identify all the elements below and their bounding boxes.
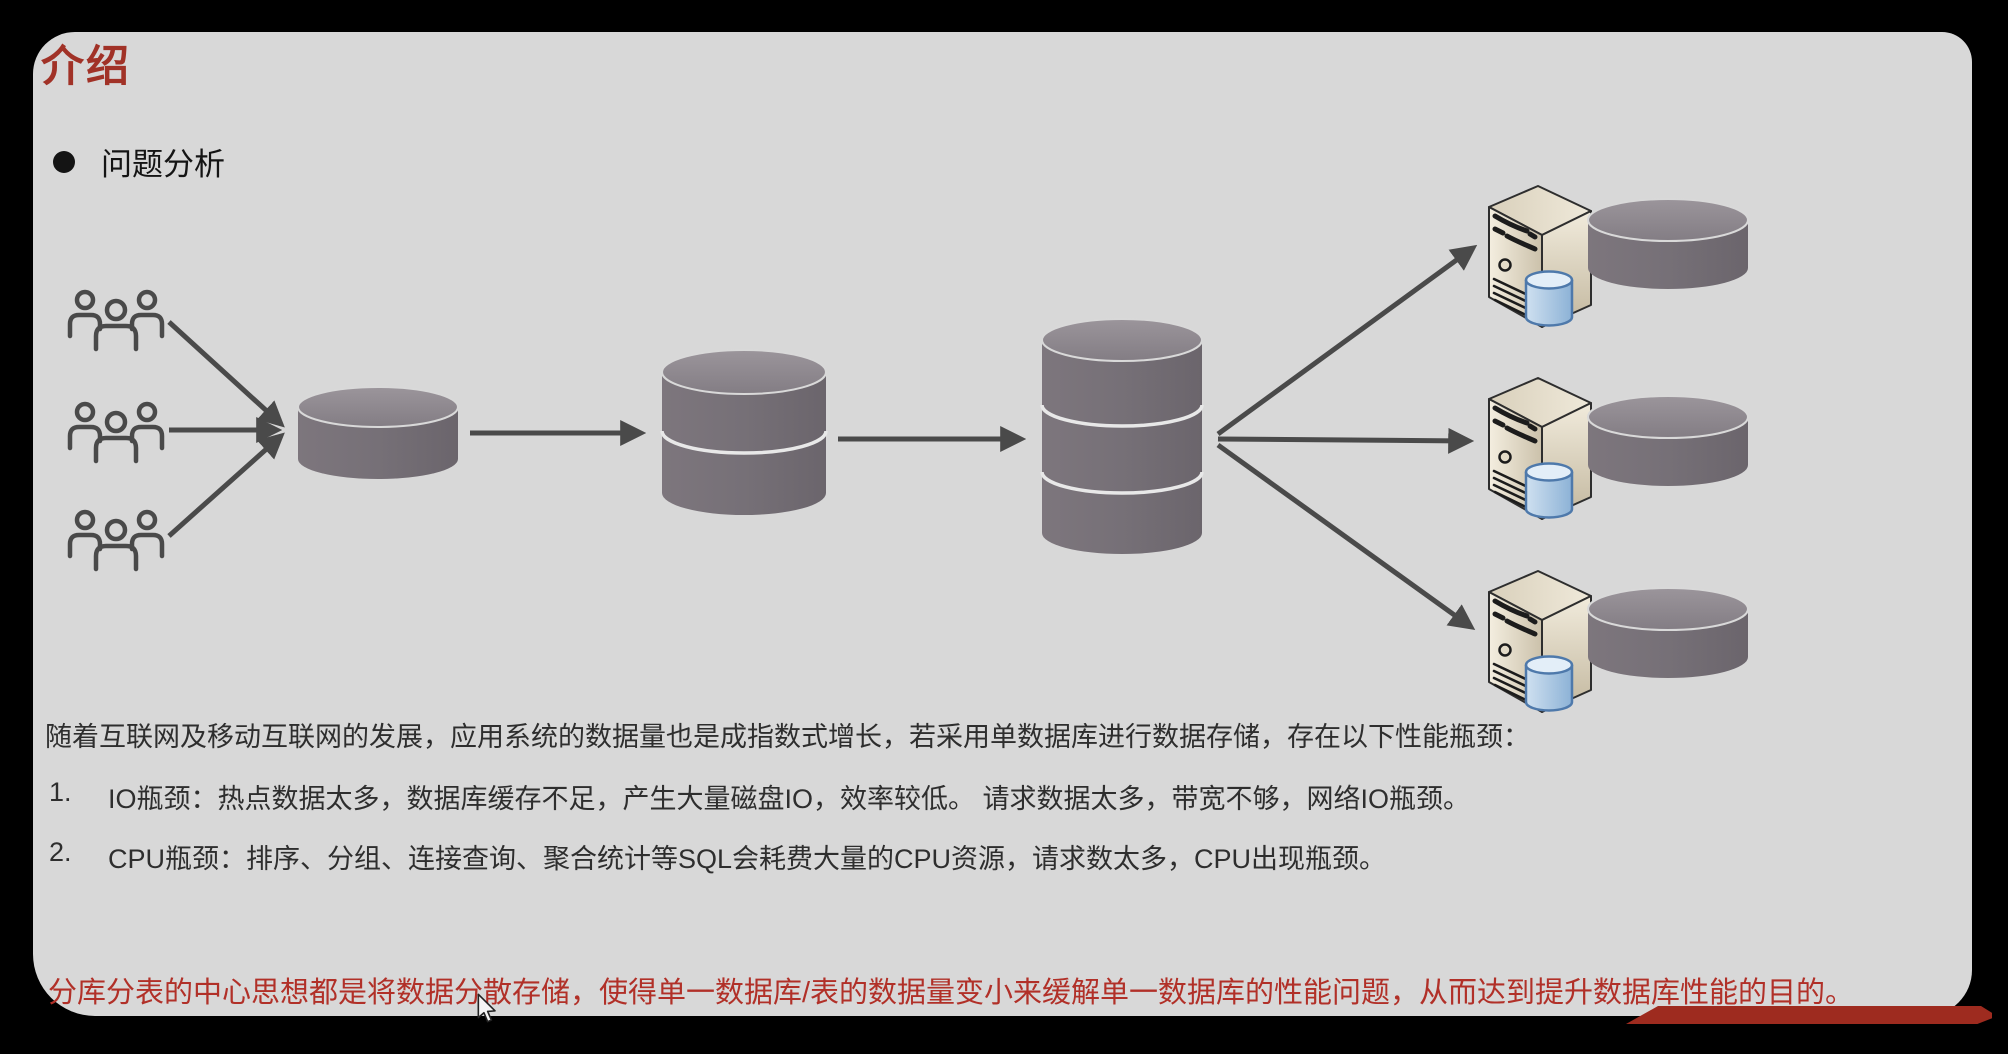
- bullet-icon: [53, 150, 75, 173]
- server-icon: [1489, 378, 1591, 519]
- arrow-icon: [1216, 244, 1478, 631]
- highlight-conclusion: 分库分表的中心思想都是将数据分散存储，使得单一数据库/表的数据量变小来缓解单一数…: [48, 977, 1855, 1009]
- list-text: IO瓶颈：热点数据太多，数据库缓存不足，产生大量磁盘IO，效率较低。 请求数据太…: [108, 784, 1471, 814]
- user-group-icon: [70, 292, 162, 349]
- bullet-label: 问题分析: [101, 147, 225, 182]
- list-number: 2.: [49, 837, 72, 867]
- list-number: 1.: [49, 777, 72, 807]
- user-group-icon: [70, 512, 162, 569]
- database-cylinder-icon: [1040, 318, 1204, 554]
- disk-cylinder-icon: [1587, 198, 1749, 290]
- slide-panel: 介绍 问题分析: [33, 32, 1972, 1016]
- list-text: CPU瓶颈：排序、分组、连接查询、聚合统计等SQL会耗费大量的CPU资源，请求数…: [108, 844, 1387, 874]
- mouse-cursor: [477, 993, 496, 1023]
- sharding-architecture-diagram: [33, 172, 1749, 732]
- server-icon: [1489, 186, 1591, 327]
- server-icon: [1489, 571, 1591, 712]
- bullet-item: 问题分析: [53, 139, 225, 184]
- page-title: 介绍: [41, 43, 131, 91]
- database-cylinder-icon: [297, 386, 459, 479]
- intro-paragraph: 随着互联网及移动互联网的发展，应用系统的数据量也是成指数式增长，若采用单数据库进…: [45, 722, 1530, 752]
- disk-cylinder-icon: [1587, 395, 1749, 487]
- database-cylinder-icon: [660, 349, 828, 515]
- arrow-icon: [167, 320, 285, 538]
- user-group-icon: [70, 404, 162, 461]
- red-accent-bar: [1626, 1006, 1992, 1024]
- disk-cylinder-icon: [1587, 587, 1749, 679]
